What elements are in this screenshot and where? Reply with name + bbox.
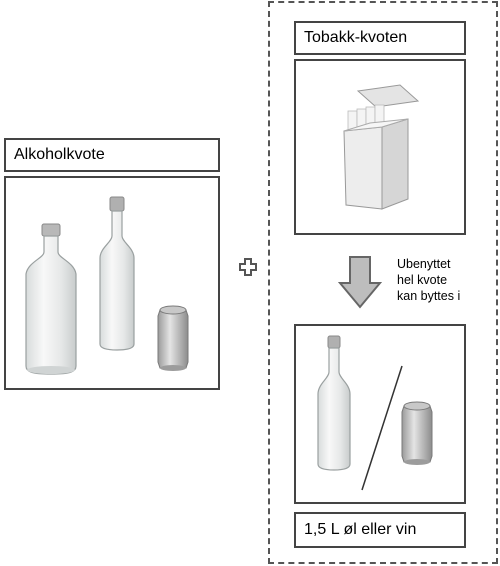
note-line: Ubenyttet <box>397 257 451 271</box>
exchange-result-label: 1,5 L øl eller vin <box>294 512 466 548</box>
note-line: hel kvote <box>397 273 448 287</box>
plus-icon <box>238 257 258 277</box>
tobacco-quota-image <box>294 59 466 235</box>
tobacco-quota-group <box>268 1 498 564</box>
down-arrow-icon <box>338 255 382 309</box>
exchange-result-image <box>294 324 466 504</box>
cigarette-pack-icon <box>343 84 420 210</box>
bottle-icon <box>25 223 77 375</box>
exchange-note: Ubenyttet hel kvote kan byttes i <box>397 256 497 304</box>
bottle-icon <box>317 335 351 471</box>
alcohol-quota-text: Alkoholkvote <box>14 146 105 163</box>
note-line: kan byttes i <box>397 289 461 303</box>
bottle-icon <box>99 196 135 351</box>
exchange-result-text: 1,5 L øl eller vin <box>304 521 417 538</box>
can-icon <box>157 305 189 371</box>
or-divider <box>361 365 403 491</box>
alcohol-quota-image <box>4 176 220 390</box>
alcohol-quota-label: Alkoholkvote <box>4 138 220 172</box>
can-icon <box>401 401 433 465</box>
tobacco-quota-label: Tobakk-kvoten <box>294 21 466 55</box>
tobacco-quota-text: Tobakk-kvoten <box>304 29 408 46</box>
